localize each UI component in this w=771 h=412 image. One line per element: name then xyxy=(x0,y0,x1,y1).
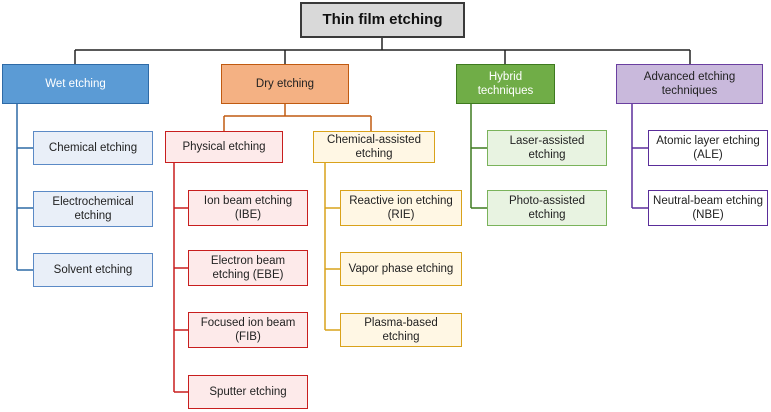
hybrid-item-laser-assisted: Laser-assisted etching xyxy=(487,130,607,166)
physical-item-ibe: Ion beam etching (IBE) xyxy=(188,190,308,226)
physical-item-ebe: Electron beam etching (EBE) xyxy=(188,250,308,286)
category-wet-etching: Wet etching xyxy=(2,64,149,104)
category-hybrid-techniques: Hybrid techniques xyxy=(456,64,555,104)
chemical-assisted-item-plasma: Plasma-based etching xyxy=(340,313,462,347)
category-advanced-etching: Advanced etching techniques xyxy=(616,64,763,104)
dry-group-physical: Physical etching xyxy=(165,131,283,163)
category-dry-etching: Dry etching xyxy=(221,64,349,104)
advanced-item-nbe: Neutral-beam etching (NBE) xyxy=(648,190,768,226)
chemical-assisted-item-vapor-phase: Vapor phase etching xyxy=(340,252,462,286)
wet-item-solvent: Solvent etching xyxy=(33,253,153,287)
wet-item-electrochemical: Electrochemical etching xyxy=(33,191,153,227)
root-node: Thin film etching xyxy=(300,2,465,38)
physical-item-fib: Focused ion beam (FIB) xyxy=(188,312,308,348)
wet-item-chemical: Chemical etching xyxy=(33,131,153,165)
chemical-assisted-item-rie: Reactive ion etching (RIE) xyxy=(340,190,462,226)
physical-item-sputter: Sputter etching xyxy=(188,375,308,409)
hybrid-item-photo-assisted: Photo-assisted etching xyxy=(487,190,607,226)
advanced-item-ale: Atomic layer etching (ALE) xyxy=(648,130,768,166)
dry-group-chemical-assisted: Chemical-assisted etching xyxy=(313,131,435,163)
